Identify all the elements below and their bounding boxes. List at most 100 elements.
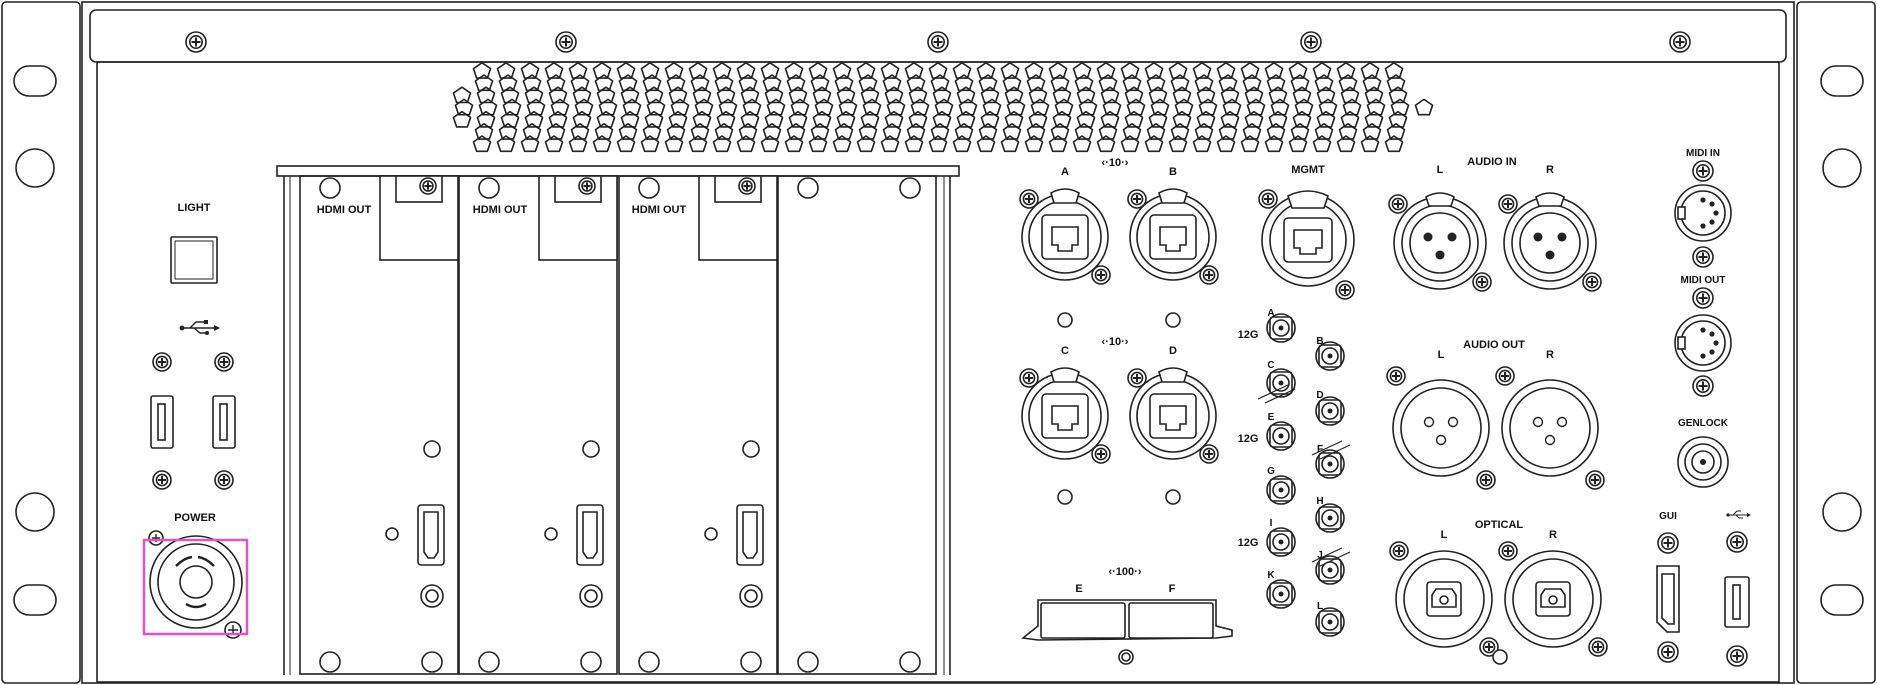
sfp-port-f[interactable] xyxy=(1128,602,1214,639)
sdi-bnc-j[interactable] xyxy=(1315,555,1345,585)
power-connector[interactable] xyxy=(148,530,243,639)
usb-service-port[interactable] xyxy=(1724,576,1750,628)
midi-in-port[interactable] xyxy=(1674,184,1732,242)
vent-cell xyxy=(1362,74,1382,92)
vent-cell xyxy=(740,110,760,128)
mount-hole xyxy=(797,651,819,673)
optical-r-port[interactable] xyxy=(1504,550,1602,648)
vent-cell xyxy=(472,62,492,79)
vent-cell xyxy=(1192,135,1212,153)
ethernet-port-d[interactable] xyxy=(1129,367,1217,460)
ethernet-port-mgmt[interactable] xyxy=(1261,190,1355,287)
audio-out-l-xlr[interactable] xyxy=(1392,379,1490,477)
ethernet-port-c[interactable] xyxy=(1021,367,1109,460)
vent-cell xyxy=(1076,86,1096,104)
screw-icon xyxy=(1585,470,1605,490)
hdmi-port-2[interactable] xyxy=(576,504,604,566)
vent-cell xyxy=(1288,62,1308,79)
vent-cell xyxy=(1314,74,1334,92)
vent-cell xyxy=(1242,74,1262,92)
vent-cell xyxy=(1120,135,1140,153)
vent-cell xyxy=(476,86,496,104)
vent-cell xyxy=(1388,110,1408,128)
sdi-bnc-l[interactable] xyxy=(1315,607,1345,637)
rack-hole-icon xyxy=(1822,492,1862,532)
usb-icon xyxy=(1726,510,1751,519)
vent-cell xyxy=(1052,86,1072,104)
sdi-bnc-i[interactable] xyxy=(1266,527,1296,557)
sdi-bnc-k[interactable] xyxy=(1266,579,1296,609)
port-d-label: D xyxy=(1169,345,1177,357)
vent-cell xyxy=(860,86,880,104)
vent-cell xyxy=(1050,74,1070,92)
light-button[interactable] xyxy=(170,236,218,284)
rack-slot-icon xyxy=(13,584,57,616)
ethernet-port-b[interactable] xyxy=(1129,188,1217,281)
screw-icon xyxy=(1692,375,1714,397)
vent-cell xyxy=(1366,98,1386,116)
midi-out-port[interactable] xyxy=(1674,314,1732,372)
vent-cell xyxy=(1124,110,1144,128)
mount-hole xyxy=(478,177,500,199)
usb-port-2[interactable] xyxy=(212,395,236,449)
vent-cell xyxy=(642,74,662,92)
screw-icon xyxy=(1692,287,1714,309)
gui-displayport[interactable] xyxy=(1656,565,1680,633)
audio-in-l-xlr[interactable] xyxy=(1393,192,1487,290)
vent-cell xyxy=(1172,110,1192,128)
sdi-bnc-e[interactable] xyxy=(1266,421,1296,451)
vent-cell xyxy=(956,86,976,104)
audio-in-r-xlr[interactable] xyxy=(1503,192,1597,290)
vent-cell xyxy=(856,62,876,79)
vent-cell xyxy=(1292,86,1312,104)
vent-cell xyxy=(690,123,710,140)
hdmi-port-1[interactable] xyxy=(417,504,445,566)
right-io-connectors xyxy=(1656,160,1750,667)
vent-cell xyxy=(808,135,828,153)
sdi-bnc-c[interactable] xyxy=(1266,368,1296,398)
sdi-12g-label-2: 12G xyxy=(1238,433,1259,445)
vent-cell xyxy=(1270,98,1290,116)
vent-cell xyxy=(904,62,924,79)
sfp-port-e[interactable] xyxy=(1040,602,1126,639)
vent-cell xyxy=(1148,110,1168,128)
genlock-bnc[interactable] xyxy=(1677,436,1729,488)
mount-hole xyxy=(1165,489,1181,505)
audio-out-r-xlr[interactable] xyxy=(1501,379,1599,477)
vent-cell xyxy=(1048,62,1068,79)
card-slot-3 xyxy=(618,175,778,675)
vent-cell xyxy=(738,74,758,92)
vent-cell xyxy=(1388,86,1408,104)
sdi-bnc-a[interactable] xyxy=(1266,313,1296,343)
vent-cell xyxy=(1072,62,1092,79)
ethernet-port-a[interactable] xyxy=(1021,188,1109,281)
vent-cell xyxy=(786,123,806,140)
optical-l-port[interactable] xyxy=(1395,550,1493,648)
screw-icon xyxy=(185,31,207,53)
rack-hole-icon xyxy=(1822,148,1862,188)
vent-cell xyxy=(550,98,570,116)
vent-cell xyxy=(906,123,926,140)
vent-cell xyxy=(858,74,878,92)
vent-cell xyxy=(1004,110,1024,128)
sdi-bnc-h[interactable] xyxy=(1315,503,1345,533)
vent-cell xyxy=(1220,86,1240,104)
screw-icon xyxy=(1389,541,1409,561)
mount-hole xyxy=(478,651,500,673)
vent-cell xyxy=(594,74,614,92)
mount-hole xyxy=(740,651,762,673)
hdmi-port-3[interactable] xyxy=(736,504,764,566)
usb-port-1[interactable] xyxy=(150,395,174,449)
sdi-bnc-d[interactable] xyxy=(1315,396,1345,426)
audio-in-l-label: L xyxy=(1437,164,1444,176)
sdi-a-label: A xyxy=(1267,308,1274,319)
sdi-h-label: H xyxy=(1316,496,1323,507)
vent-cell xyxy=(1002,123,1022,140)
sdi-bnc-g[interactable] xyxy=(1266,475,1296,505)
gui-label: GUI xyxy=(1659,511,1677,522)
vent-cell xyxy=(1312,135,1332,153)
vent-cell xyxy=(980,86,1000,104)
audio-out-r-label: R xyxy=(1546,349,1554,361)
port-b-label: B xyxy=(1169,166,1177,178)
sdi-bnc-b[interactable] xyxy=(1315,341,1345,371)
